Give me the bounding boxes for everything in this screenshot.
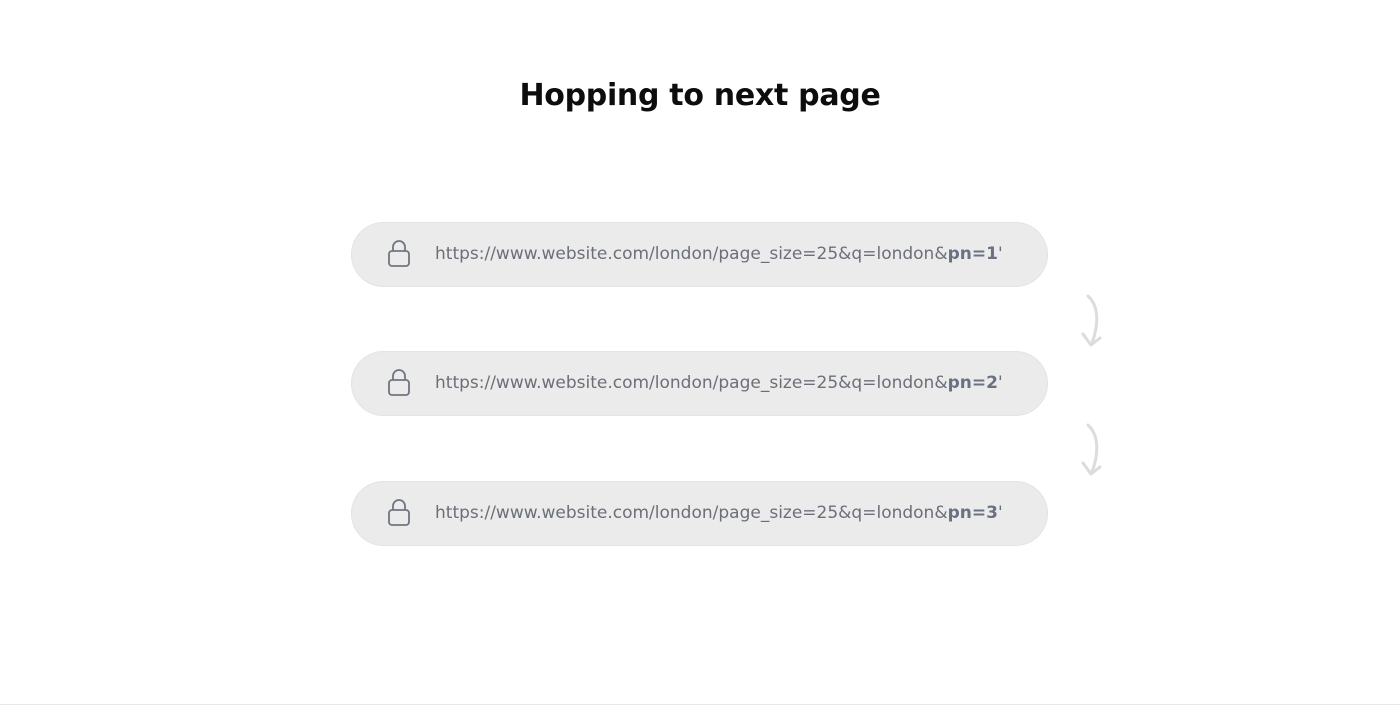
- curved-arrow-down-icon: [1081, 294, 1102, 347]
- url-text: https://www.website.com/london/page_size…: [435, 351, 1003, 416]
- lock-icon: [388, 240, 410, 267]
- bottom-divider: [0, 704, 1400, 705]
- address-bar-page-1[interactable]: https://www.website.com/london/page_size…: [351, 222, 1048, 287]
- page-number-param: pn=2: [947, 373, 998, 393]
- url-text: https://www.website.com/london/page_size…: [435, 222, 1003, 287]
- url-prefix: https://www.website.com/london/page_size…: [435, 373, 948, 393]
- address-bar-page-2[interactable]: https://www.website.com/london/page_size…: [351, 351, 1048, 416]
- url-suffix: ': [997, 373, 1003, 393]
- page-number-param: pn=1: [947, 244, 998, 264]
- url-suffix: ': [997, 244, 1003, 264]
- url-prefix: https://www.website.com/london/page_size…: [435, 503, 948, 523]
- url-prefix: https://www.website.com/london/page_size…: [435, 244, 948, 264]
- address-bar-page-3[interactable]: https://www.website.com/london/page_size…: [351, 481, 1048, 546]
- curved-arrow-down-icon: [1081, 423, 1102, 476]
- url-suffix: ': [997, 503, 1003, 523]
- page-title: Hopping to next page: [519, 78, 881, 113]
- url-text: https://www.website.com/london/page_size…: [435, 481, 1003, 546]
- lock-icon: [388, 369, 410, 396]
- page-number-param: pn=3: [947, 503, 998, 523]
- lock-icon: [388, 499, 410, 526]
